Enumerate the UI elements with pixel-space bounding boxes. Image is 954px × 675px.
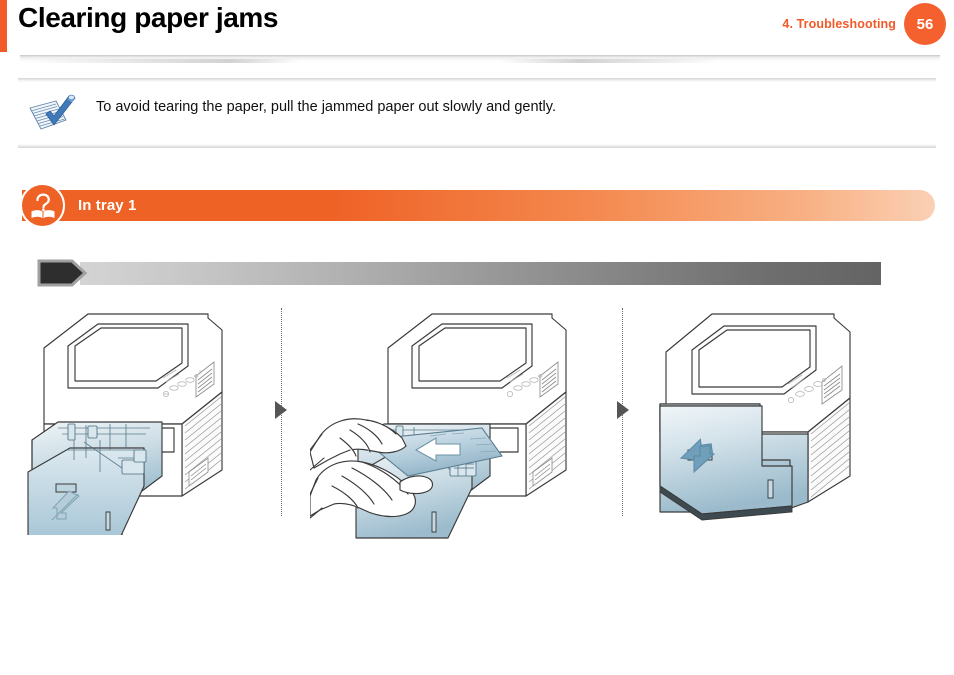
page-number-badge: 56	[904, 3, 946, 45]
step-bar-gradient	[80, 262, 881, 285]
note-rule-bottom	[18, 143, 936, 148]
header-divider-shadow	[20, 55, 940, 61]
triangle-right-icon	[274, 400, 288, 420]
illustration-printer-tray-reinserted	[640, 300, 920, 535]
header-divider-ticks	[20, 59, 940, 63]
note-rule-top	[18, 78, 936, 83]
section-title: In tray 1	[78, 197, 137, 214]
chapter-label: 4. Troubleshooting	[782, 17, 896, 31]
page-header: Clearing paper jams 4. Troubleshooting 5…	[0, 0, 954, 52]
pentagon-marker-icon	[36, 259, 88, 287]
illustration-row	[0, 300, 954, 550]
illustration-printer-tray-pulled-out	[22, 300, 282, 540]
note-pencil-icon	[26, 94, 82, 134]
book-question-icon	[20, 183, 65, 228]
note-text: To avoid tearing the paper, pull the jam…	[96, 99, 556, 115]
section-banner	[22, 190, 935, 221]
illustration-hands-removing-paper	[309, 300, 620, 545]
note-box: To avoid tearing the paper, pull the jam…	[18, 78, 936, 148]
push-arrow-head	[693, 445, 716, 474]
header-accent-bar	[0, 0, 7, 52]
paper-pull-arrow	[414, 437, 461, 462]
page-title: Clearing paper jams	[18, 2, 279, 33]
step-progress-bar	[36, 259, 881, 287]
pull-arrow	[51, 490, 80, 521]
triangle-right-icon	[616, 400, 630, 420]
